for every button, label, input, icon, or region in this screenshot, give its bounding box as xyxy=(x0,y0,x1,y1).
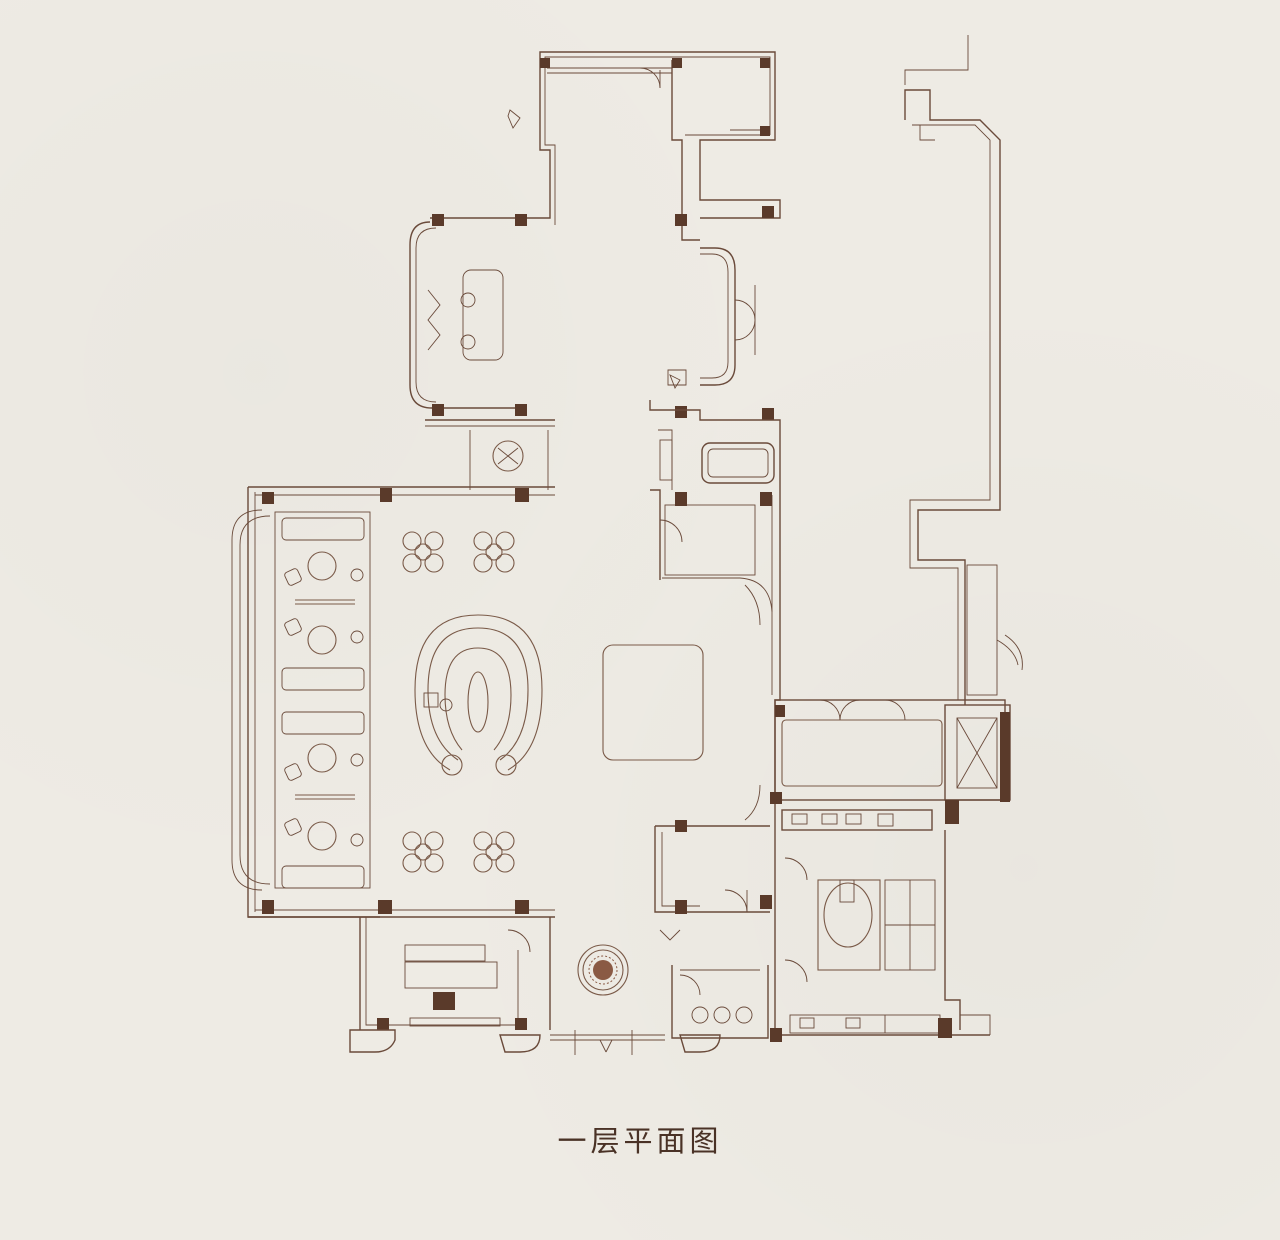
east-service-walls xyxy=(650,489,781,1038)
meeting-room xyxy=(409,221,555,427)
north-wing-walls xyxy=(430,51,781,241)
central-atrium xyxy=(602,644,704,761)
round-planter-north xyxy=(469,430,549,490)
plant-symbols xyxy=(507,109,687,390)
west-lounge-walls xyxy=(231,486,555,918)
north-wing-columns xyxy=(432,58,774,226)
south-restroom-small xyxy=(671,965,769,1039)
table-sets xyxy=(402,531,515,873)
south-office xyxy=(349,917,721,1055)
service-room-south xyxy=(654,820,772,941)
horseshoe-sofa xyxy=(414,614,543,776)
east-restroom-block xyxy=(770,699,1011,1042)
east-corridor xyxy=(904,35,1023,705)
booth-seating-strip xyxy=(274,511,371,889)
drawing-title: 一层平面图 xyxy=(557,1124,723,1158)
first-floor-plan-drawing xyxy=(231,35,1023,1055)
service-core xyxy=(649,247,781,490)
courtyard-planter xyxy=(577,944,629,996)
